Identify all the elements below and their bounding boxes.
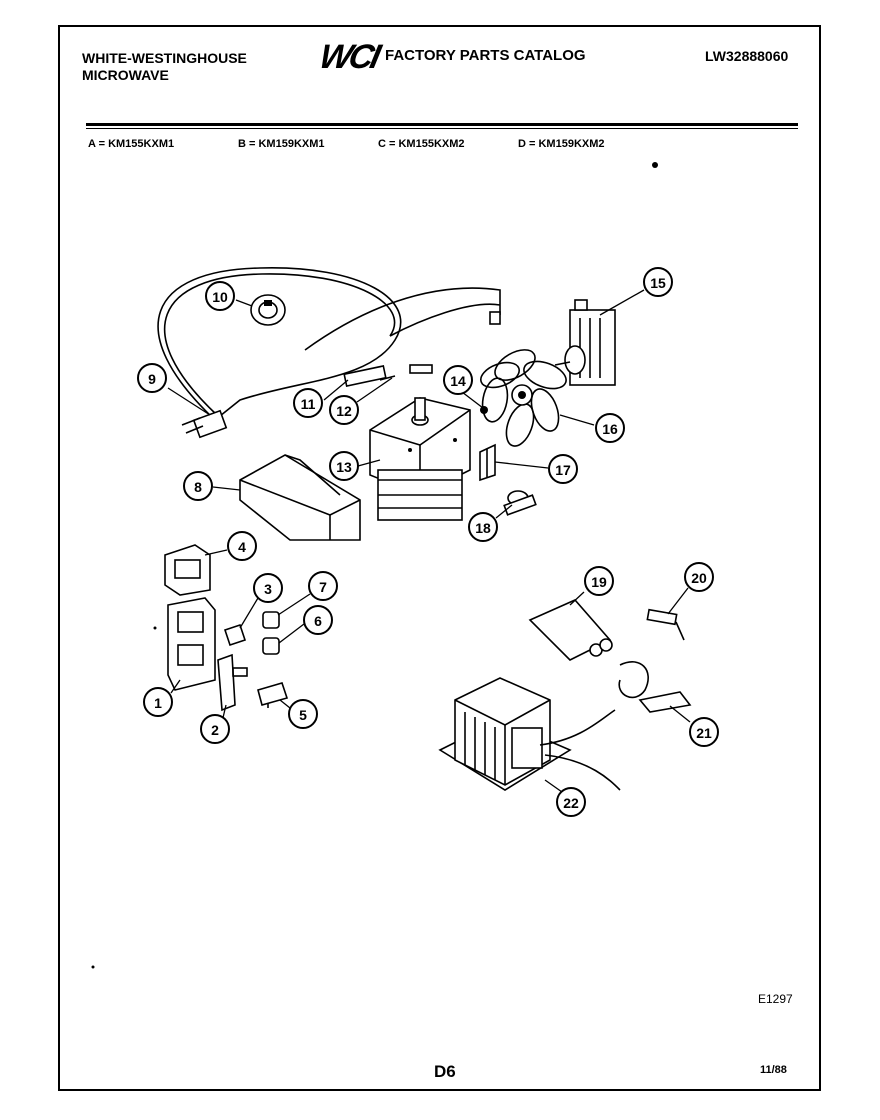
illustration-code: E1297	[758, 992, 793, 1006]
callout-7: 7	[308, 571, 338, 601]
callout-19-label: 19	[591, 574, 607, 590]
transformer-part	[438, 677, 621, 791]
leader-lines	[167, 289, 691, 793]
callout-20: 20	[684, 562, 714, 592]
callout-10-label: 10	[212, 289, 228, 305]
header-rule-thick	[86, 123, 798, 126]
callout-16: 16	[595, 413, 625, 443]
registration-mark	[652, 162, 658, 168]
model-a: A = KM155KXM1	[88, 138, 175, 150]
callout-18-label: 18	[475, 520, 491, 536]
callout-2-label: 2	[211, 722, 219, 738]
model-c: C = KM155KXM2	[378, 138, 465, 150]
magnetron-part	[369, 397, 471, 521]
callout-6-label: 6	[314, 613, 322, 629]
callout-3: 3	[253, 573, 283, 603]
micro-switch-7-part	[262, 611, 280, 629]
micro-switch-6-part	[262, 637, 280, 655]
callout-3-label: 3	[264, 581, 272, 597]
callout-11: 11	[293, 388, 323, 418]
callout-10: 10	[205, 281, 235, 311]
page-frame	[58, 25, 821, 1091]
callout-19: 19	[584, 566, 614, 596]
callout-21: 21	[689, 717, 719, 747]
callout-8-label: 8	[194, 479, 202, 495]
header-rule-thin	[86, 128, 798, 129]
brand-title: WHITE-WESTINGHOUSE MICROWAVE	[82, 50, 247, 84]
motor-bracket-part	[479, 443, 496, 482]
callout-20-label: 20	[691, 570, 707, 586]
stray-dot	[153, 626, 157, 630]
stray-dot	[91, 965, 95, 969]
callout-7-label: 7	[319, 579, 327, 595]
callout-17: 17	[548, 454, 578, 484]
model-b: B = KM159KXM1	[238, 138, 325, 150]
capacitor-clamp-part	[618, 661, 692, 713]
diode-part	[646, 608, 685, 641]
callout-1: 1	[143, 687, 173, 717]
callout-14: 14	[443, 365, 473, 395]
callout-5-label: 5	[299, 707, 307, 723]
callout-9: 9	[137, 363, 167, 393]
fan-blade-part	[480, 349, 567, 447]
callout-13-label: 13	[336, 459, 352, 475]
callout-4-label: 4	[238, 539, 246, 555]
callout-16-label: 16	[602, 421, 618, 437]
switch-bracket-top-part	[164, 544, 211, 596]
callout-15: 15	[643, 267, 673, 297]
interlock-switch-assembly-part	[167, 597, 216, 691]
capacitor-part	[528, 599, 613, 661]
micro-switch-5-part	[257, 682, 289, 708]
switch-lever-part	[217, 653, 248, 712]
callout-13: 13	[329, 451, 359, 481]
callout-22: 22	[556, 787, 586, 817]
catalog-date: 11/88	[760, 1064, 787, 1076]
model-d: D = KM159KXM2	[518, 138, 605, 150]
callout-12-label: 12	[336, 403, 352, 419]
callout-9-label: 9	[148, 371, 156, 387]
fuse-holder-part	[343, 364, 433, 387]
brand-line-1: WHITE-WESTINGHOUSE	[82, 50, 247, 66]
catalog-part-number: LW32888060	[705, 48, 789, 64]
callout-4: 4	[227, 531, 257, 561]
callout-8: 8	[183, 471, 213, 501]
callout-6: 6	[303, 605, 333, 635]
callout-2: 2	[200, 714, 230, 744]
air-duct-part	[239, 454, 361, 541]
callout-15-label: 15	[650, 275, 666, 291]
cord-bushing-part	[250, 294, 286, 326]
fan-motor-part	[554, 299, 616, 386]
catalog-title: FACTORY PARTS CATALOG	[385, 47, 586, 64]
callout-11-label: 11	[301, 396, 316, 412]
callout-18: 18	[468, 512, 498, 542]
callout-17-label: 17	[555, 462, 571, 478]
brand-line-2: MICROWAVE	[82, 67, 169, 83]
callout-21-label: 21	[696, 725, 712, 741]
callout-14-label: 14	[450, 373, 466, 389]
callout-12: 12	[329, 395, 359, 425]
page-code: D6	[434, 1062, 456, 1081]
callout-22-label: 22	[563, 795, 579, 811]
power-cord-part	[157, 267, 501, 439]
thermal-cutout-part	[503, 490, 537, 516]
switch-actuator-part	[223, 623, 247, 647]
callout-1-label: 1	[154, 695, 162, 711]
callout-5: 5	[288, 699, 318, 729]
